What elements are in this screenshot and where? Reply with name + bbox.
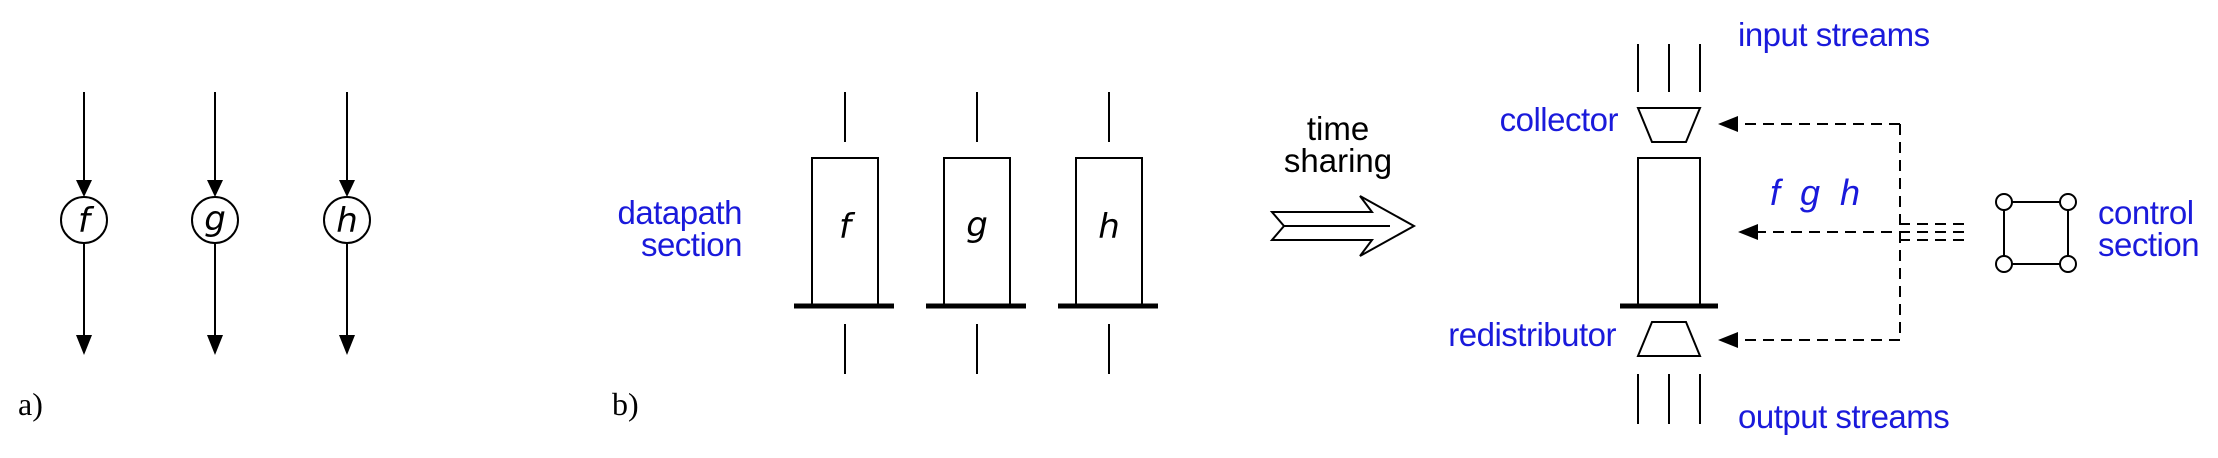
node-h: h [323,92,371,355]
time-sharing-label-line1: time [1307,110,1369,147]
control-label-line1: control [2098,194,2194,231]
control-section: control section [1718,116,2200,348]
block-g: g [926,92,1026,374]
output-streams [1637,374,1701,424]
part-a-label: a) [18,386,43,422]
part-b-datapaths: datapath section f g h b) [612,92,1158,422]
block-h: h [1058,92,1158,374]
control-label-line2: section [2098,226,2199,263]
node-h-label: h [336,201,358,241]
node-f: f [60,92,108,355]
redistributor-shape [1636,321,1702,357]
shared-functions-label: f g h [1770,172,1860,213]
block-f: f [794,92,894,374]
control-fsm [2003,201,2069,265]
shared-datapath: input streams collector redistributor ou… [1448,16,1950,435]
shared-block [1637,157,1701,307]
block-g-label: g [966,205,988,245]
part-a: f g h a) [18,92,371,422]
time-sharing-label-line2: sharing [1284,142,1392,179]
block-h-label: h [1098,207,1120,247]
redistributor-label: redistributor [1448,316,1616,353]
time-sharing-arrow: time sharing [1269,110,1417,257]
node-g-label: g [204,199,226,239]
input-streams [1637,44,1701,92]
datapath-label-line2: section [641,226,742,263]
part-b-label: b) [612,386,639,422]
collector-label: collector [1500,101,1619,138]
datapath-label-line1: datapath [618,194,742,231]
input-streams-label: input streams [1738,16,1930,53]
node-g: g [191,92,239,355]
output-streams-label: output streams [1738,398,1949,435]
collector-shape [1636,107,1702,143]
